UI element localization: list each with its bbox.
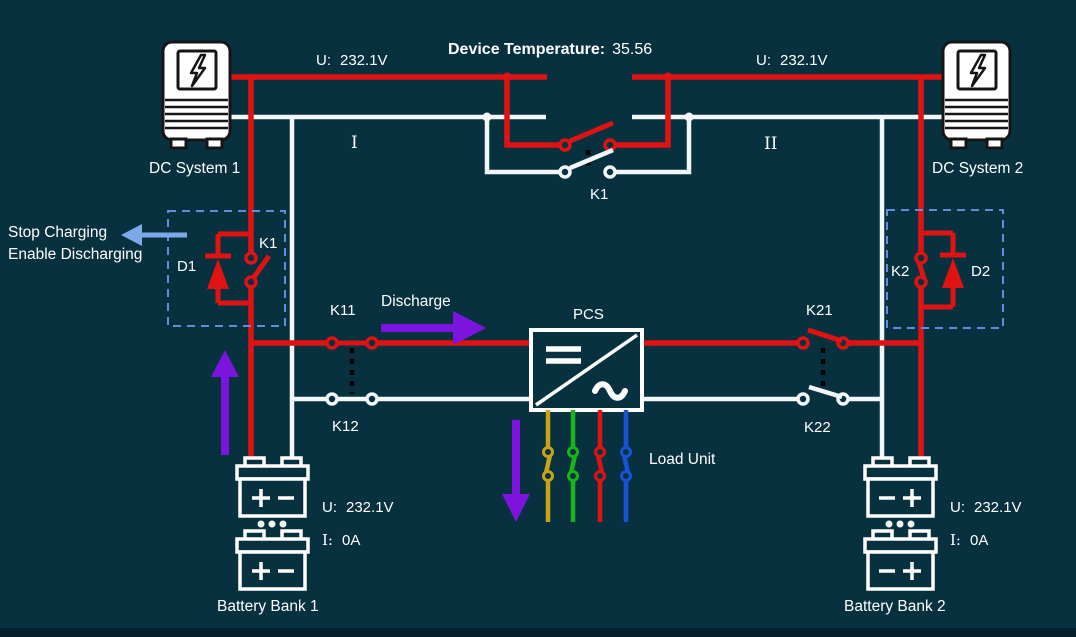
pcs-icon	[529, 328, 644, 412]
pcs-label: PCS	[573, 306, 604, 323]
battery1-voltage-readout: U:232.1V	[322, 499, 394, 516]
switch-k2-right-box[interactable]	[914, 251, 928, 289]
battery-bank-2-label: Battery Bank 2	[844, 598, 946, 615]
switch-k21-label: K21	[806, 302, 833, 319]
load-unit-label: Load Unit	[649, 451, 716, 468]
charge-control-box-left	[167, 210, 286, 327]
discharge-right-arrow	[381, 311, 486, 345]
battery-bank-2-icon	[863, 456, 938, 591]
bus-tie-loop-white	[482, 112, 694, 175]
switch-k22[interactable]	[796, 384, 850, 406]
dc-system-2-label: DC System 2	[932, 160, 1024, 177]
dc-system-1-icon	[161, 40, 232, 150]
switch-k22-label: K22	[804, 419, 831, 436]
load-feeder-blue	[620, 410, 632, 522]
bus-tie-switch-label: K1	[590, 186, 609, 203]
dc1-voltage-readout: U:232.1V	[316, 52, 388, 69]
battery-bank-1-label: Battery Bank 1	[217, 598, 319, 615]
load-switch-green[interactable]	[567, 446, 579, 482]
note-stop-charging: Stop Charging	[8, 224, 108, 241]
diode-d1-label: D1	[177, 258, 197, 275]
bus-tie-loop-red	[502, 72, 673, 148]
load-feeder-green	[567, 410, 579, 522]
battery2-current-readout: I:0A	[950, 531, 989, 549]
load-switch-blue[interactable]	[620, 446, 632, 482]
footer-strip	[0, 628, 1076, 637]
load-feeder-yellow	[542, 410, 554, 522]
load-switch-yellow[interactable]	[542, 446, 554, 482]
discharge-flow-label: Discharge	[381, 293, 451, 310]
battery-bank-1-icon	[235, 456, 310, 591]
switch-k11-label: K11	[330, 302, 356, 319]
switch-k12[interactable]	[325, 392, 379, 406]
battery2-voltage-readout: U:232.1V	[950, 499, 1022, 516]
dc-system-2-icon	[941, 40, 1012, 150]
dc-system-1-label: DC System 1	[149, 160, 241, 177]
switch-k2-box-label: K2	[891, 263, 910, 280]
charge-control-box-right	[886, 209, 1004, 329]
dc2-voltage-readout: U:232.1V	[756, 52, 828, 69]
bus-section-2-label: II	[764, 134, 778, 154]
load-direction-down-arrow	[502, 420, 530, 522]
battery1-current-readout: I:0A	[322, 531, 361, 549]
switch-k21[interactable]	[796, 327, 850, 350]
bus-tie-switch-k1[interactable]	[558, 120, 617, 179]
charge-direction-up-arrow	[211, 350, 239, 455]
load-feeder-red	[594, 410, 606, 522]
battery-ellipsis	[885, 520, 915, 528]
switch-k1-left-box[interactable]	[244, 251, 272, 289]
diode-d2-label: D2	[971, 263, 991, 280]
load-switch-red[interactable]	[594, 446, 606, 482]
switch-k12-label: K12	[332, 418, 359, 435]
device-temperature-readout: Device Temperature:35.56	[448, 41, 653, 58]
lightning-icon	[189, 53, 207, 88]
switch-k11[interactable]	[325, 336, 379, 350]
bus-section-1-label: I	[351, 133, 358, 153]
switch-k1-box-label: K1	[259, 235, 278, 252]
note-enable-discharging: Enable Discharging	[8, 246, 143, 263]
lightning-icon	[969, 53, 987, 88]
stop-charging-left-arrow	[121, 224, 187, 246]
battery-ellipsis	[257, 520, 287, 528]
diode-d2	[921, 230, 966, 310]
diode-d1	[205, 231, 251, 306]
